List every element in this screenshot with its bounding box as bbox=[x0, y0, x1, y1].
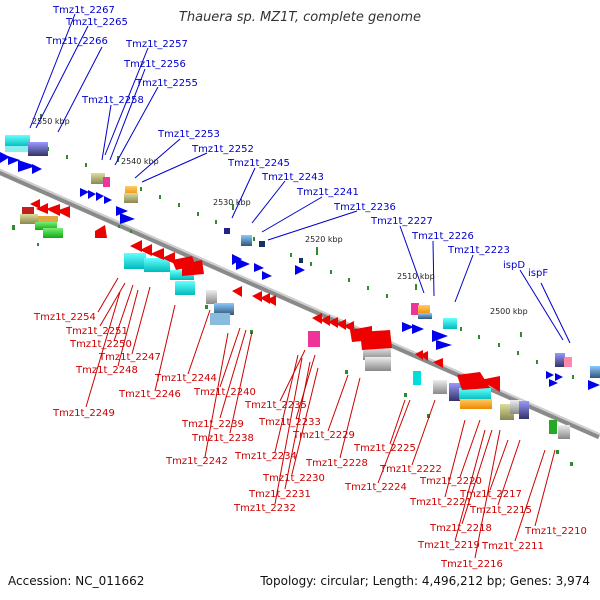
gene-label-reverse: Tmz1t_2224 bbox=[344, 482, 407, 493]
forward-feature-blocks bbox=[5, 135, 600, 378]
forward-leaders bbox=[29, 13, 571, 344]
gene-label-reverse: Tmz1t_2222 bbox=[379, 464, 442, 475]
gene-label-forward: Tmz1t_2257 bbox=[125, 39, 188, 50]
gene-label-reverse: Tmz1t_2231 bbox=[248, 489, 311, 500]
genome-backbone-highlight bbox=[0, 167, 600, 436]
reverse-labels: Tmz1t_2254 Tmz1t_2251 Tmz1t_2250 Tmz1t_2… bbox=[33, 312, 587, 570]
gene-label-forward: Tmz1t_2226 bbox=[411, 231, 474, 242]
genome-summary: Topology: circular; Length: 4,496,212 bp… bbox=[260, 574, 590, 588]
gene-label-reverse: Tmz1t_2249 bbox=[52, 408, 115, 419]
gene-label-reverse: Tmz1t_2244 bbox=[154, 373, 217, 384]
gene-label-reverse: Tmz1t_2230 bbox=[262, 473, 325, 484]
gene-label-reverse: Tmz1t_2228 bbox=[305, 458, 368, 469]
kbp-label: 2500 kbp bbox=[490, 307, 528, 316]
gene-label-reverse: Tmz1t_2238 bbox=[191, 433, 254, 444]
gene-label-forward: Tmz1t_2266 bbox=[45, 36, 108, 47]
gene-label-reverse: Tmz1t_2239 bbox=[181, 419, 244, 430]
gene-label-reverse: Tmz1t_2250 bbox=[69, 339, 132, 350]
gene-label-forward: Tmz1t_2223 bbox=[447, 245, 510, 256]
gene-label-forward: Tmz1t_2245 bbox=[227, 158, 290, 169]
gene-label-forward: Tmz1t_2256 bbox=[123, 59, 186, 70]
gene-label-reverse: Tmz1t_2247 bbox=[98, 352, 161, 363]
gene-label-reverse: Tmz1t_2233 bbox=[258, 417, 321, 428]
kbp-label: 2520 kbp bbox=[305, 235, 343, 244]
gene-label-reverse: Tmz1t_2216 bbox=[440, 559, 503, 570]
gene-label-reverse: Tmz1t_2218 bbox=[429, 523, 492, 534]
forward-labels: Tmz1t_2267 Tmz1t_2265 Tmz1t_2266 Tmz1t_2… bbox=[45, 5, 548, 279]
gene-label-forward: Tmz1t_2241 bbox=[296, 187, 359, 198]
gene-label-forward: ispF bbox=[528, 268, 548, 279]
gene-label-reverse: Tmz1t_2211 bbox=[481, 541, 544, 552]
gene-label-forward: Tmz1t_2253 bbox=[157, 129, 220, 140]
gene-label-forward: Tmz1t_2236 bbox=[333, 202, 396, 213]
forward-arrows bbox=[0, 152, 600, 390]
kbp-label: 2510 kbp bbox=[397, 272, 435, 281]
gene-label-reverse: Tmz1t_2219 bbox=[417, 540, 480, 551]
gene-label-forward: Tmz1t_2252 bbox=[191, 144, 254, 155]
gene-label-reverse: Tmz1t_2240 bbox=[193, 387, 256, 398]
gene-label-forward: Tmz1t_2255 bbox=[135, 78, 198, 89]
gene-label-reverse: Tmz1t_2251 bbox=[65, 326, 128, 337]
gene-label-reverse: Tmz1t_2229 bbox=[292, 430, 355, 441]
map-title: Thauera sp. MZ1T, complete genome bbox=[178, 10, 422, 25]
gene-label-reverse: Tmz1t_2235 bbox=[244, 400, 307, 411]
gene-label-reverse: Tmz1t_2225 bbox=[353, 443, 416, 454]
gene-label-forward: Tmz1t_2267 bbox=[52, 5, 115, 16]
gene-label-reverse: Tmz1t_2215 bbox=[469, 505, 532, 516]
gene-label-reverse: Tmz1t_2234 bbox=[234, 451, 297, 462]
kbp-label: 2530 kbp bbox=[213, 198, 251, 207]
gene-label-reverse: Tmz1t_2220 bbox=[419, 476, 482, 487]
gene-label-reverse: Tmz1t_2242 bbox=[165, 456, 228, 467]
gene-label-reverse: Tmz1t_2210 bbox=[524, 526, 587, 537]
gene-label-forward: Tmz1t_2258 bbox=[81, 95, 144, 106]
gene-label-forward: Tmz1t_2227 bbox=[370, 216, 433, 227]
gene-label-reverse: Tmz1t_2254 bbox=[33, 312, 96, 323]
reverse-arrows bbox=[30, 199, 500, 392]
gene-label-forward: Tmz1t_2243 bbox=[261, 172, 324, 183]
gene-label-forward: Tmz1t_2265 bbox=[65, 17, 128, 28]
gene-label-reverse: Tmz1t_2232 bbox=[233, 503, 296, 514]
accession-text: Accession: NC_011662 bbox=[8, 574, 145, 588]
kbp-label: 2540 kbp bbox=[121, 157, 159, 166]
reverse-feature-blocks bbox=[20, 207, 570, 439]
gene-label-reverse: Tmz1t_2221 bbox=[409, 497, 472, 508]
gene-label-reverse: Tmz1t_2217 bbox=[459, 489, 522, 500]
gene-label-forward: ispD bbox=[503, 260, 525, 271]
kbp-label: 2550 kbp bbox=[32, 117, 70, 126]
gene-label-reverse: Tmz1t_2248 bbox=[75, 365, 138, 376]
gene-label-reverse: Tmz1t_2246 bbox=[118, 389, 181, 400]
reverse-leaders bbox=[85, 277, 556, 559]
